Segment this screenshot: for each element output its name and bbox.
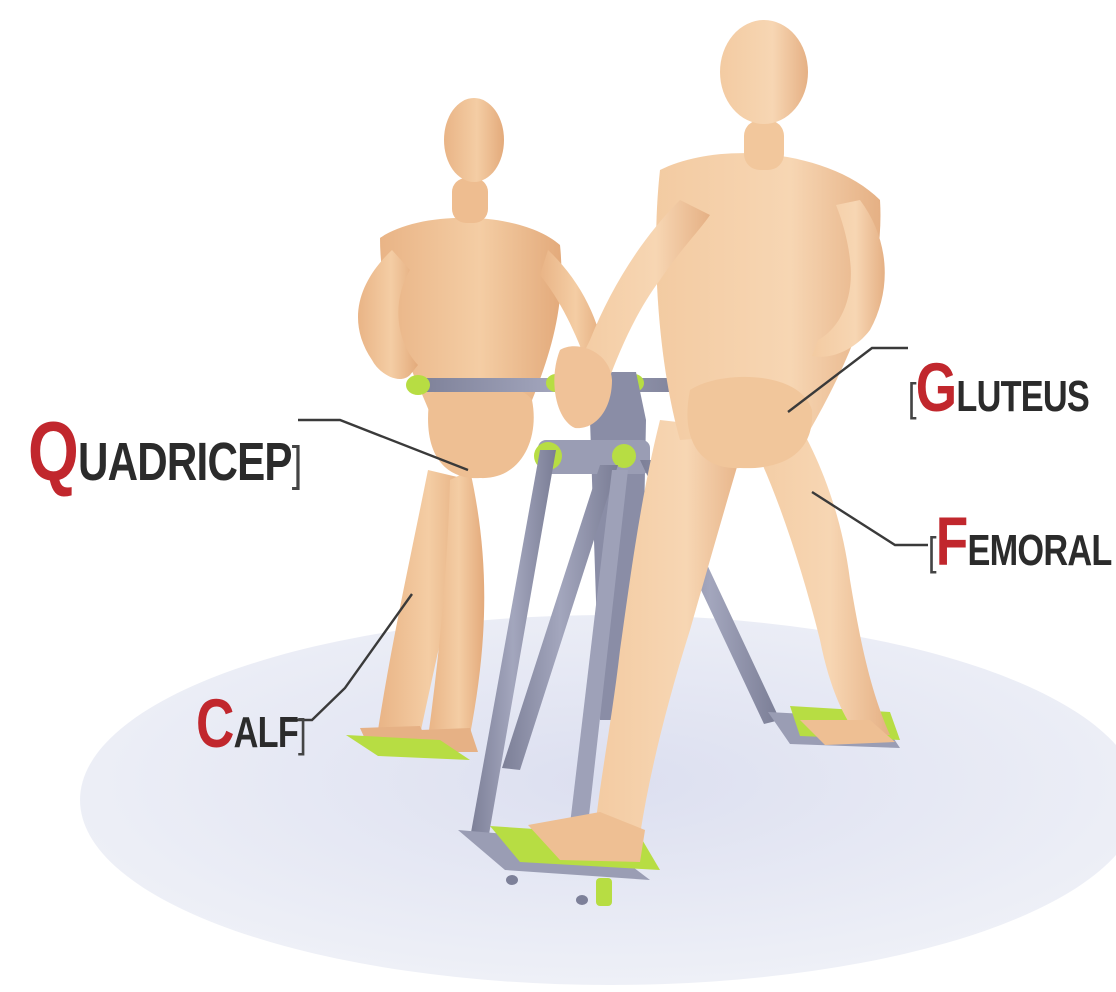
calf-bracket: ] xyxy=(298,712,306,756)
quadricep-label: QUADRICEP] xyxy=(28,410,302,494)
quadricep-text: UADRICEP xyxy=(78,432,292,492)
femoral-initial: F xyxy=(936,504,968,580)
femoral-label: [FEMORAL xyxy=(928,508,1112,576)
gluteus-bracket: [ xyxy=(908,376,916,420)
quadricep-initial: Q xyxy=(28,404,78,498)
femoral-text: EMORAL xyxy=(968,526,1112,575)
quadricep-bracket: ] xyxy=(292,437,302,491)
gluteus-label: [GLUTEUS xyxy=(908,354,1089,422)
femoral-bracket: [ xyxy=(928,530,936,574)
gluteus-initial: G xyxy=(916,350,957,426)
calf-text: ALF xyxy=(234,708,298,757)
calf-label: CALF] xyxy=(196,690,306,758)
calf-initial: C xyxy=(196,686,234,762)
gluteus-text: LUTEUS xyxy=(956,372,1089,421)
